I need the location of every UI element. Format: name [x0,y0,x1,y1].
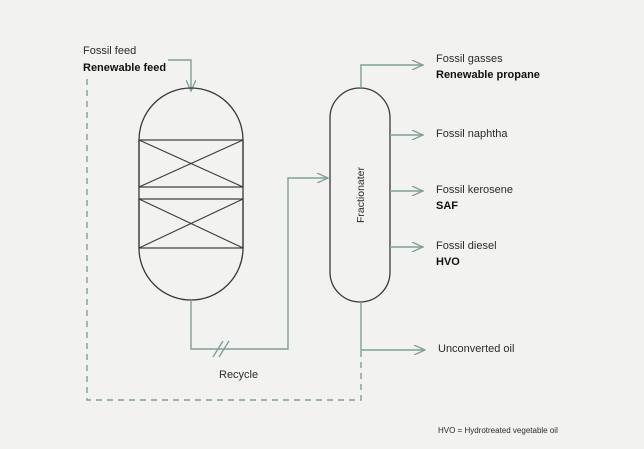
output-fossil-naphtha-label: Fossil naphtha [436,128,508,140]
recycle-label: Recycle [219,369,259,381]
output-fossil-gasses-label: Fossil gasses [436,53,503,65]
output-hvo-label: HVO [436,256,460,268]
fractionator-column [329,87,391,303]
reactor-outlet-line [190,178,328,350]
footnote: HVO = Hydrotreated vegetable oil [438,426,558,435]
output-unconverted-oil-label: Unconverted oil [438,343,515,355]
fossil-feed-label: Fossil feed [83,45,137,57]
renewable-feed-dashed-line [86,79,362,401]
output-saf-label: SAF [436,200,458,212]
renewable-feed-label: Renewable feed [83,62,167,74]
reactor-vessel [138,87,244,301]
recycle-break-mark [212,340,230,358]
gasses-outlet-line [360,65,423,88]
feed-line [168,59,191,91]
unconverted-oil-outlet-line [360,302,425,350]
catalyst-bed-bottom [138,198,244,249]
output-fossil-diesel-label: Fossil diesel [436,240,497,252]
output-fossil-kerosene-label: Fossil kerosene [436,184,514,196]
output-renewable-propane-label: Renewable propane [436,69,540,81]
fractionator-label: Fractionater [355,166,367,224]
catalyst-bed-top [138,139,244,188]
